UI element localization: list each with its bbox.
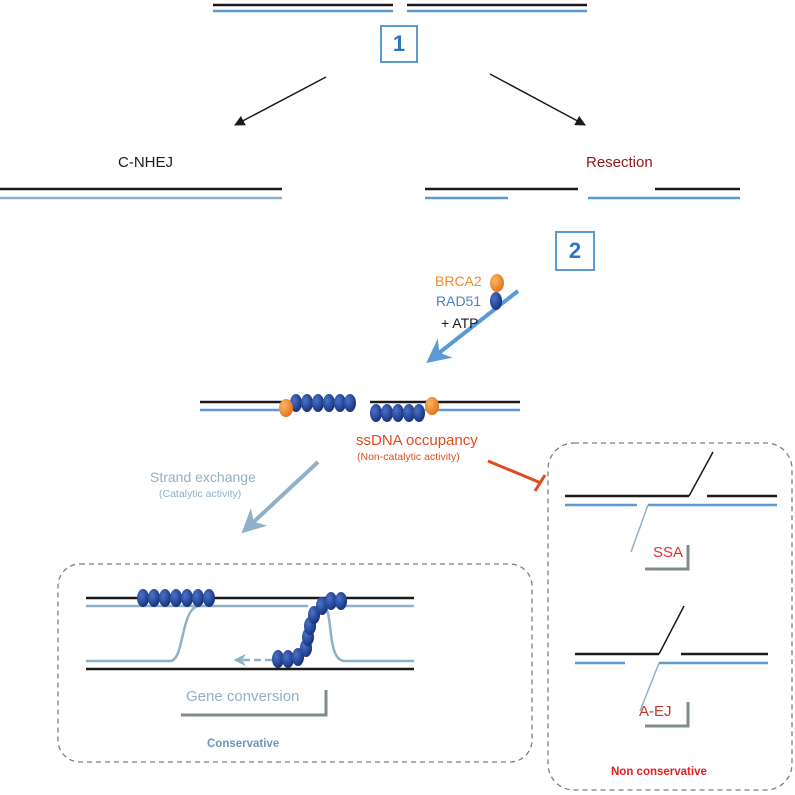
resection-dna <box>425 187 740 200</box>
catalytic-label: (Catalytic activity) <box>159 488 242 500</box>
step-2-box: 2 <box>555 231 595 271</box>
strand-exchange-label: Strand exchange <box>150 469 256 485</box>
rad51-filament-invading <box>272 592 347 668</box>
arrow-step2 <box>426 289 520 363</box>
cnhej-dna <box>0 187 282 200</box>
gene-conversion-bracket <box>181 690 328 717</box>
inhibition-line <box>487 459 547 492</box>
cnhej-label: C-NHEJ <box>118 154 173 171</box>
resection-label: Resection <box>586 154 653 171</box>
ssa-dna <box>565 451 777 553</box>
ssdna-occupancy-label: ssDNA occupancy <box>356 432 478 449</box>
brca2-legend-bead <box>490 274 504 292</box>
rad51-filament-right <box>370 397 439 422</box>
aej-bracket <box>645 702 690 728</box>
arrow-strand-exchange <box>241 460 320 534</box>
rad51-filament-left <box>279 394 356 417</box>
arrow-to-cnhej <box>234 76 327 126</box>
non-conservative-label: Non conservative <box>611 766 707 778</box>
rad51-label: RAD51 <box>436 293 482 309</box>
gene-conversion-dna <box>86 596 414 671</box>
non-conservative-box <box>547 442 793 791</box>
brca2-label: BRCA2 <box>435 273 482 289</box>
rad51-legend-bead <box>490 292 502 310</box>
aej-label: A-EJ <box>639 703 672 720</box>
atp-label: + ATP <box>441 315 479 331</box>
conservative-box <box>57 563 533 763</box>
top-dsb-dna <box>213 3 587 13</box>
arrow-to-resection <box>489 73 586 126</box>
gene-conversion-label: Gene conversion <box>186 688 300 705</box>
step-1-box: 1 <box>380 25 418 63</box>
rad51-loaded-dna <box>200 400 520 412</box>
aej-dna <box>575 605 768 712</box>
rad51-filament-top <box>137 589 215 607</box>
conservative-label: Conservative <box>207 738 280 750</box>
ssa-label: SSA <box>653 544 684 561</box>
non-catalytic-label: (Non-catalytic activity) <box>357 451 460 463</box>
ssa-bracket <box>645 545 690 571</box>
